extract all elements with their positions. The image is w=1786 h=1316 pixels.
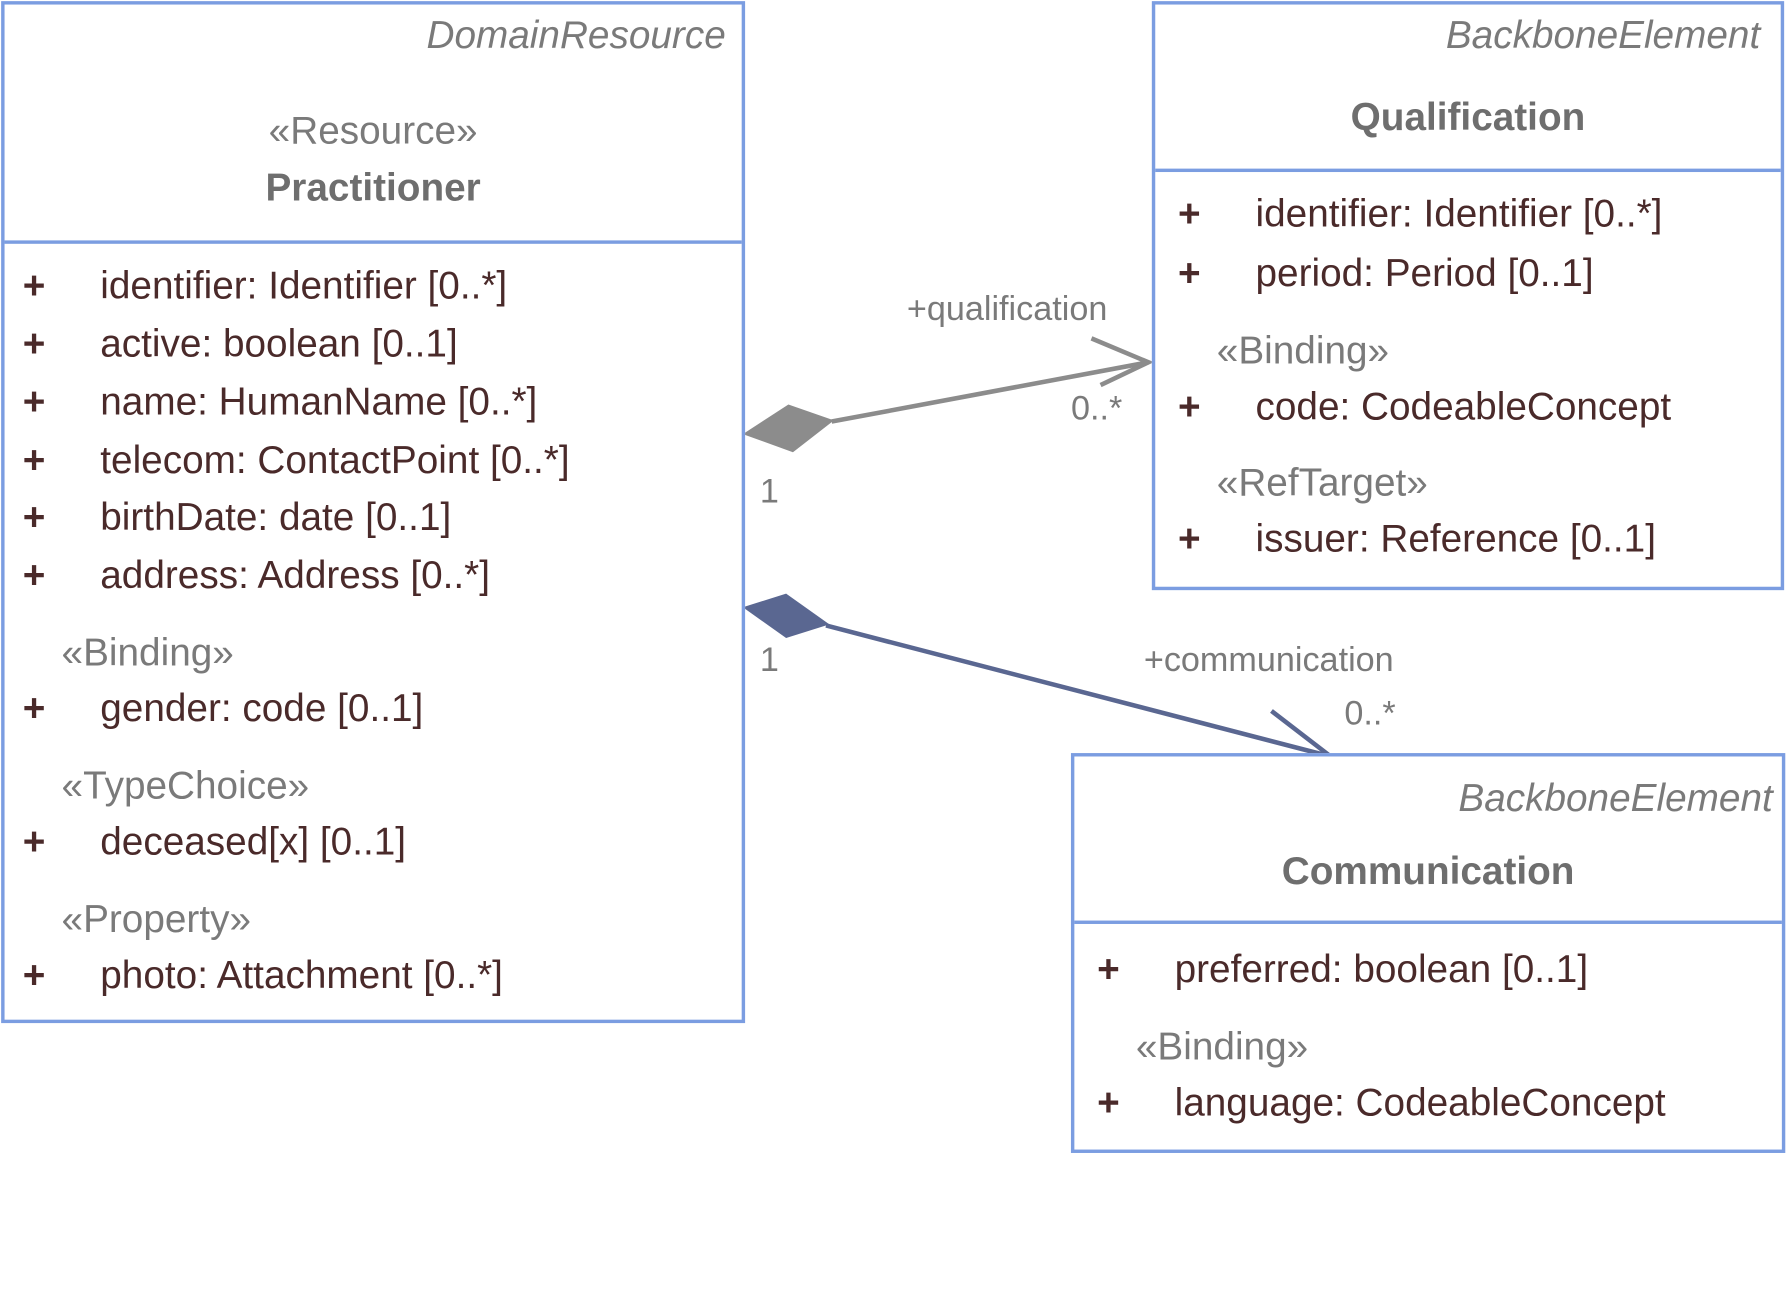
public-visibility-marker: + [1178, 517, 1201, 561]
public-visibility-marker: + [22, 380, 46, 424]
communication-role-label: +communication [1143, 641, 1394, 680]
public-visibility-marker: + [22, 553, 46, 597]
attribute-text: deceased[x] [0..1] [100, 820, 407, 864]
qualification-role-label: +qualification [906, 290, 1108, 329]
reftarget-stereotype: «RefTarget» [1216, 461, 1428, 505]
communication-parent-name: BackboneElement [1458, 777, 1773, 821]
qualification-association [742, 336, 1154, 453]
public-visibility-marker: + [1178, 251, 1201, 296]
public-visibility-marker: + [1178, 385, 1201, 429]
communication-class-name: Communication [1281, 849, 1575, 894]
communication-target-multiplicity: 0..* [1344, 694, 1396, 733]
public-visibility-marker: + [22, 686, 46, 731]
public-visibility-marker: + [1178, 192, 1201, 236]
qualification-parent-name: BackboneElement [1445, 13, 1761, 57]
binding-stereotype: «Binding» [1216, 329, 1390, 373]
attribute-text: telecom: ContactPoint [0..*] [100, 438, 570, 482]
qualification-source-multiplicity: 1 [759, 472, 779, 511]
attribute-text: name: HumanName [0..*] [100, 380, 538, 424]
communication-composition-diamond-icon [742, 593, 830, 639]
attribute-text: code: CodeableConcept [1255, 385, 1672, 429]
attribute-text: period: Period [0..1] [1255, 251, 1594, 296]
communication-source-multiplicity: 1 [759, 641, 779, 680]
public-visibility-marker: + [22, 438, 46, 482]
communication-association-line [825, 623, 1332, 759]
qualification-arrowhead-icon [1090, 336, 1154, 388]
attribute-text: active: boolean [0..1] [100, 322, 458, 366]
public-visibility-marker: + [22, 953, 46, 997]
binding-stereotype: «Binding» [1135, 1025, 1309, 1069]
practitioner-header: DomainResource «Resource» Practitioner [4, 5, 742, 244]
attribute-text: issuer: Reference [0..1] [1255, 517, 1656, 561]
attribute-text: identifier: Identifier [0..*] [1255, 192, 1663, 236]
attribute-text: language: CodeableConcept [1174, 1081, 1666, 1125]
qualification-association-line [831, 360, 1149, 424]
public-visibility-marker: + [1097, 1081, 1120, 1125]
attribute-text: birthDate: date [0..1] [100, 495, 452, 539]
public-visibility-marker: + [1097, 947, 1120, 992]
property-stereotype: «Property» [61, 897, 252, 942]
practitioner-class-name: Practitioner [265, 166, 481, 210]
public-visibility-marker: + [22, 322, 46, 366]
attribute-text: address: Address [0..*] [100, 553, 490, 597]
public-visibility-marker: + [22, 495, 46, 539]
public-visibility-marker: + [22, 820, 46, 864]
binding-stereotype: «Binding» [61, 631, 234, 675]
qualification-header: BackboneElement Qualification [1155, 5, 1781, 173]
attribute-text: gender: code [0..1] [100, 686, 424, 731]
qualification-target-multiplicity: 0..* [1070, 389, 1123, 428]
attribute-text: identifier: Identifier [0..*] [100, 264, 508, 308]
communication-class[interactable]: BackboneElement Communication + preferre… [1070, 753, 1786, 1153]
attribute-text: preferred: boolean [0..1] [1174, 947, 1589, 992]
qualification-class[interactable]: BackboneElement Qualification + identifi… [1151, 1, 1785, 591]
qualification-class-name: Qualification [1350, 95, 1586, 139]
practitioner-parent-name: DomainResource [426, 13, 726, 57]
typechoice-stereotype: «TypeChoice» [61, 764, 310, 808]
qualification-composition-diamond-icon [742, 404, 834, 453]
public-visibility-marker: + [22, 264, 46, 308]
practitioner-stereotype: «Resource» [268, 109, 478, 153]
practitioner-class[interactable]: DomainResource «Resource» Practitioner +… [1, 1, 746, 1024]
attribute-text: photo: Attachment [0..*] [100, 953, 503, 997]
communication-header: BackboneElement Communication [1074, 756, 1782, 924]
